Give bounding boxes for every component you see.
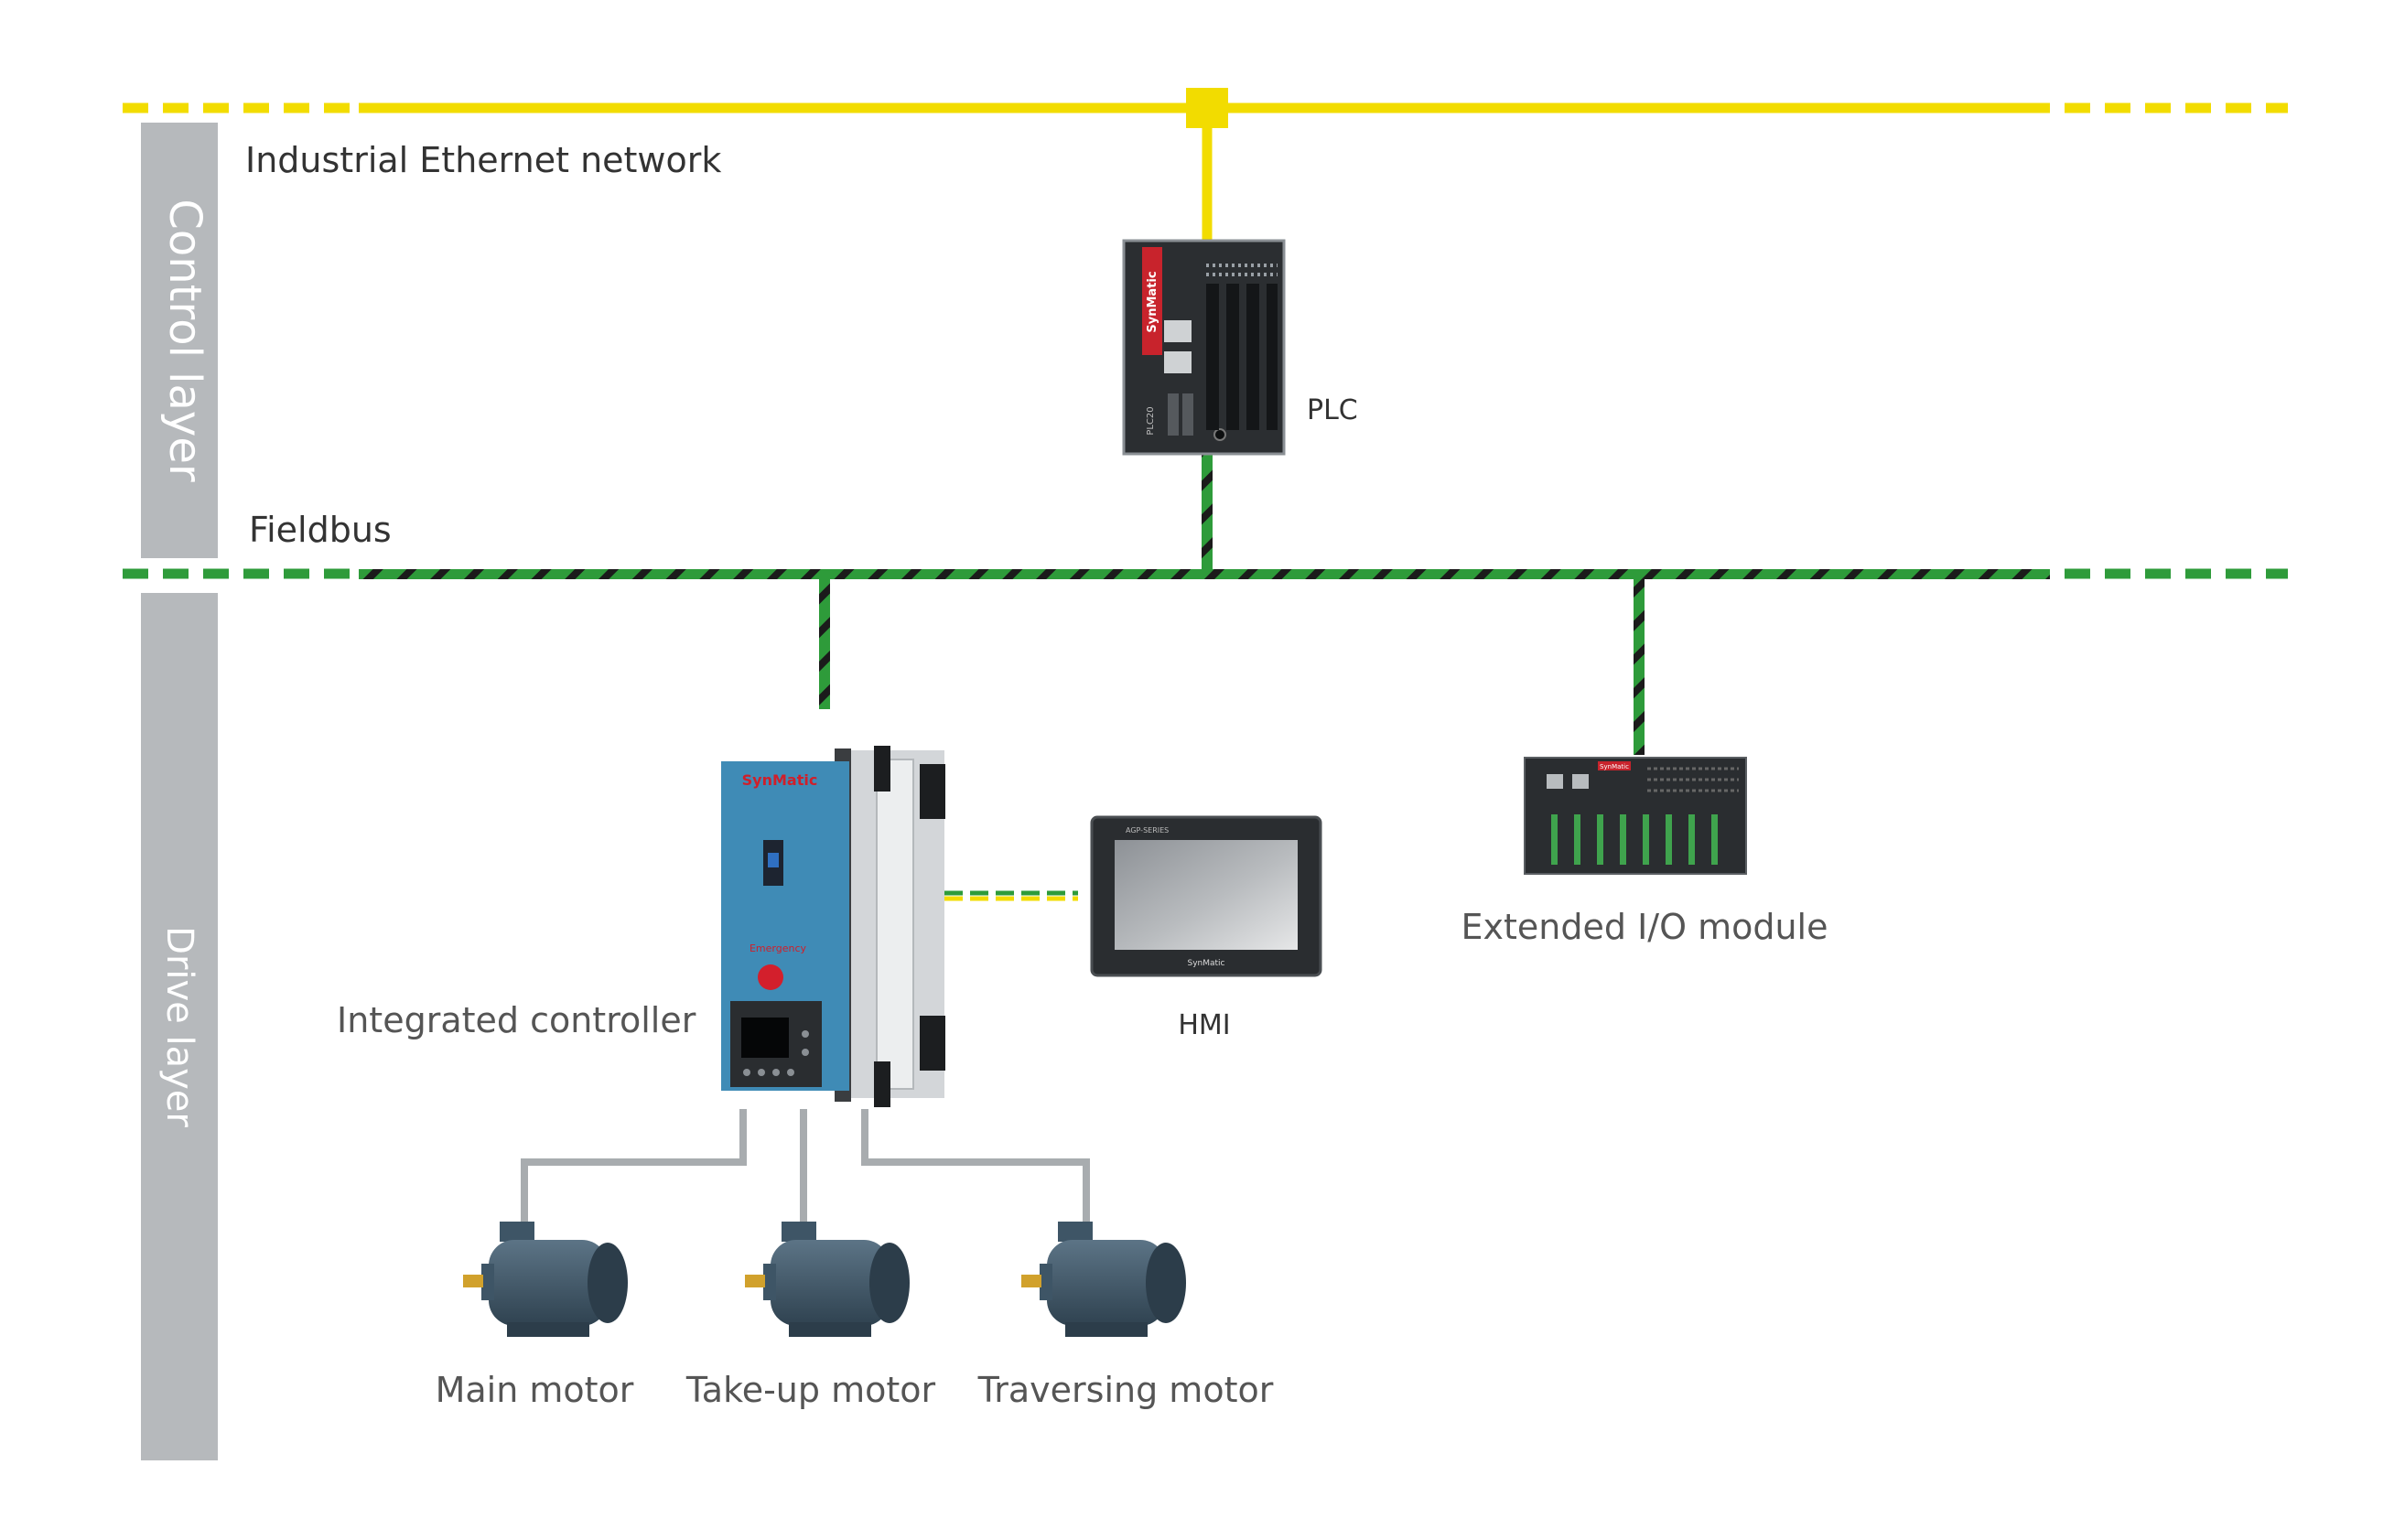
integrated-controller-device: SynMatic Emergency xyxy=(721,746,945,1107)
control-layer-band: Control layer xyxy=(141,123,218,558)
fieldbus-label: Fieldbus xyxy=(249,510,392,550)
plc-label: PLC xyxy=(1307,394,1358,426)
takeup-motor-icon xyxy=(745,1222,910,1337)
main-motor-icon xyxy=(463,1222,628,1337)
integrated-controller-label: Integrated controller xyxy=(337,1000,696,1040)
plc-model-text: PLC20 xyxy=(1146,406,1156,435)
hmi-label: HMI xyxy=(1178,1009,1230,1041)
io-module-device: SynMatic xyxy=(1524,757,1747,875)
emergency-stop-button xyxy=(758,964,783,990)
plc-brand-text: SynMatic xyxy=(1146,271,1159,332)
takeup-motor-label: Take-up motor xyxy=(685,1370,936,1410)
controller-hmi-link xyxy=(944,890,1078,901)
drive-layer-label: Drive layer xyxy=(158,926,200,1127)
control-layer-label: Control layer xyxy=(159,199,210,481)
drive-layer-band: Drive layer xyxy=(141,593,218,1460)
hmi-brand-text: SynMatic xyxy=(1187,959,1224,968)
io-module-label: Extended I/O module xyxy=(1461,907,1828,947)
hmi-device: AGP-SERIES SynMatic xyxy=(1090,815,1322,977)
io-brand-text: SynMatic xyxy=(1600,763,1629,770)
motor-cables xyxy=(521,1109,1090,1224)
ethernet-network-label: Industrial Ethernet network xyxy=(245,140,721,180)
plc-device: SynMatic PLC20 xyxy=(1122,239,1286,456)
hmi-series-text: AGP-SERIES xyxy=(1126,826,1169,835)
traversing-motor-label: Traversing motor xyxy=(977,1370,1274,1410)
emergency-text: Emergency xyxy=(750,942,807,954)
traversing-motor-icon xyxy=(1021,1222,1186,1337)
main-motor-label: Main motor xyxy=(436,1370,634,1410)
fieldbus-line xyxy=(123,454,2288,755)
controller-brand-text: SynMatic xyxy=(742,771,818,789)
ethernet-line xyxy=(123,88,2288,242)
ethernet-switch-node xyxy=(1186,88,1228,128)
